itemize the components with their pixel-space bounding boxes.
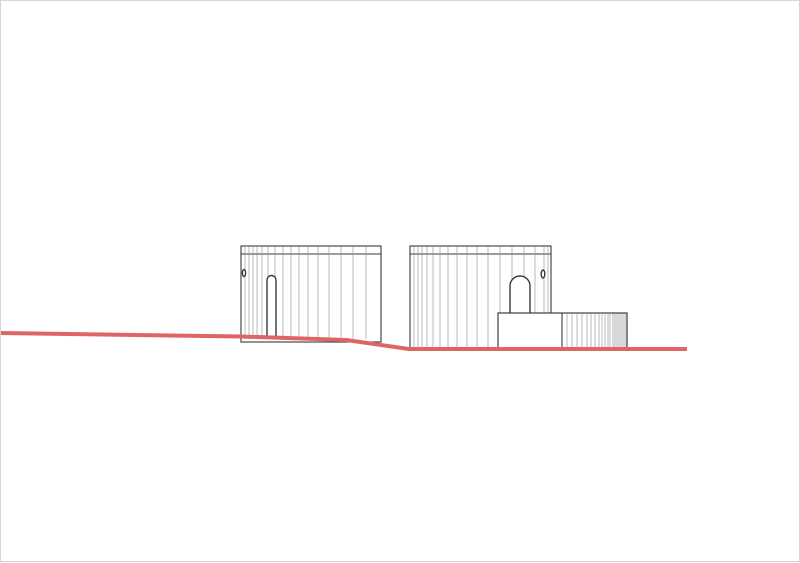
building-left-door bbox=[266, 274, 277, 337]
building-left-outline bbox=[240, 245, 382, 343]
building-right bbox=[409, 245, 552, 350]
building-left bbox=[240, 245, 382, 343]
building-left-side-window bbox=[241, 268, 247, 278]
annex-volume bbox=[497, 312, 628, 350]
building-left-cladding bbox=[244, 246, 367, 339]
building-right-arched-door bbox=[509, 275, 531, 314]
building-right-cladding bbox=[413, 246, 549, 347]
building-right-side-window bbox=[540, 269, 546, 279]
annex-shaded-end bbox=[612, 313, 627, 349]
ground-line bbox=[1, 331, 687, 351]
annex-cladding bbox=[566, 314, 611, 348]
